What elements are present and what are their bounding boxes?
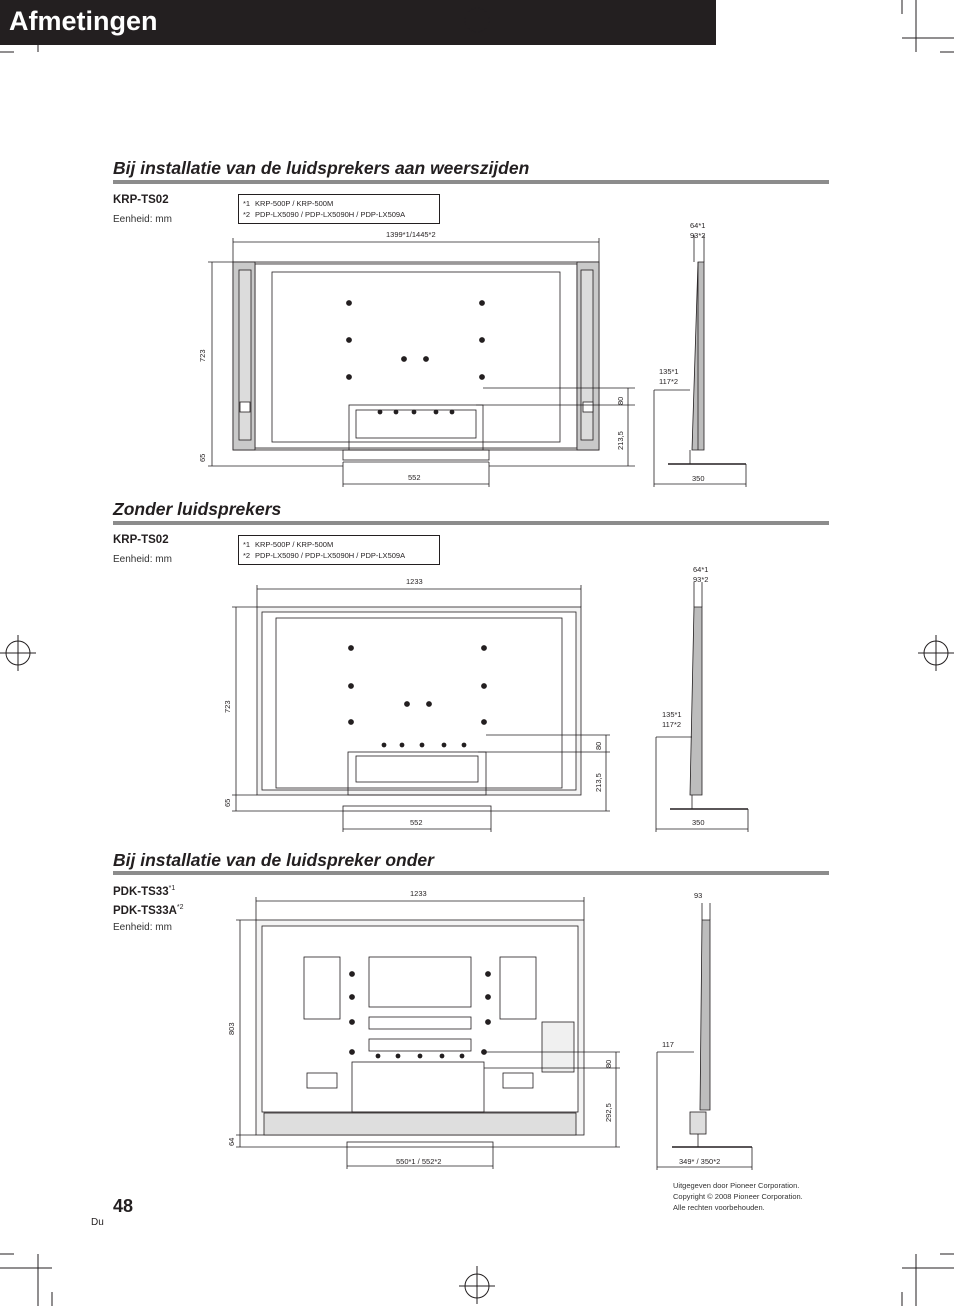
model-label-2: KRP-TS02 bbox=[113, 534, 169, 546]
note-text: PDP-LX5090 / PDP-LX5090H / PDP-LX509A bbox=[255, 210, 406, 219]
unit-label-3: Eenheid: mm bbox=[113, 922, 172, 933]
dim-width-2: 1233 bbox=[406, 577, 423, 586]
dim-side2-1: 117*2 bbox=[659, 377, 679, 386]
dim-stand-1: 552 bbox=[408, 473, 421, 482]
dim-stand-2: 552 bbox=[410, 818, 423, 827]
dim-base-3: 349* / 350*2 bbox=[679, 1157, 721, 1166]
dim-depth-top-1: 64*1 bbox=[690, 221, 706, 230]
model-1-note: *1 bbox=[168, 885, 176, 892]
dim-width-3: 1233 bbox=[410, 889, 427, 898]
dim-width-1: 1399*1/1445*2 bbox=[386, 230, 436, 239]
page-title: Afmetingen bbox=[9, 6, 158, 36]
note-text: KRP-500P / KRP-500M bbox=[255, 540, 334, 549]
note-key: *2 bbox=[243, 210, 251, 219]
publisher-line: Alle rechten voorbehouden. bbox=[673, 1203, 765, 1212]
note-text: KRP-500P / KRP-500M bbox=[255, 199, 334, 208]
publisher-info: Uitgegeven door Pioneer Corporation. Cop… bbox=[673, 1180, 803, 1213]
dim-side2-2: 117*2 bbox=[662, 720, 682, 729]
dim-base-1: 350 bbox=[692, 474, 705, 483]
page-title-bar: Afmetingen bbox=[0, 0, 716, 45]
model-label-3: PDK-TS33*1 PDK-TS33A*2 bbox=[113, 881, 184, 919]
section-rule-1 bbox=[113, 180, 829, 184]
note-box-1: *1 KRP-500P / KRP-500M *2 PDP-LX5090 / PDP… bbox=[238, 194, 440, 224]
dim-stand-3: 550*1 / 552*2 bbox=[396, 1157, 442, 1166]
note-key: *1 bbox=[243, 540, 251, 549]
note-key: *2 bbox=[243, 551, 251, 560]
dim-side1-2: 135*1 bbox=[662, 710, 682, 719]
page-language: Du bbox=[91, 1217, 104, 1228]
dim-base-2: 350 bbox=[692, 818, 705, 827]
dim-v80-3: 80 bbox=[604, 1059, 613, 1068]
page-number: 48 bbox=[113, 1196, 134, 1216]
dim-side1-1: 135*1 bbox=[659, 367, 679, 376]
dim-depth-top-3: 93 bbox=[694, 891, 703, 900]
note-text: PDP-LX5090 / PDP-LX5090H / PDP-LX509A bbox=[255, 551, 406, 560]
dim-depth-top2-2: 93*2 bbox=[693, 575, 709, 584]
dim-bottom-3: 64 bbox=[227, 1137, 236, 1146]
model-2-note: *2 bbox=[176, 903, 184, 911]
section-rule-3 bbox=[113, 871, 829, 875]
unit-label-2: Eenheid: mm bbox=[113, 554, 172, 565]
dim-depth-top2-1: 93*2 bbox=[690, 231, 706, 240]
model-label-1: KRP-TS02 bbox=[113, 194, 169, 206]
section-title-2: Zonder luidsprekers bbox=[113, 499, 282, 519]
note-box-2: *1 KRP-500P / KRP-500M *2 PDP-LX5090 / PDP… bbox=[238, 535, 440, 565]
dim-side-3: 117 bbox=[662, 1040, 674, 1049]
section-title-1: Bij installatie van de luidsprekers aan … bbox=[113, 158, 530, 178]
note-key: *1 bbox=[243, 199, 251, 208]
dim-height-3: 803 bbox=[227, 1022, 236, 1035]
dim-depth-top-2: 64*1 bbox=[693, 565, 709, 574]
section-title-3: Bij installatie van de luidspreker onder bbox=[113, 850, 434, 870]
model-2: PDK-TS33A bbox=[113, 904, 177, 917]
publisher-line: Copyright © 2008 Pioneer Corporation. bbox=[673, 1192, 803, 1201]
publisher-line: Uitgegeven door Pioneer Corporation. bbox=[673, 1181, 800, 1190]
unit-label-1: Eenheid: mm bbox=[113, 214, 172, 225]
section-rule-2 bbox=[113, 521, 829, 525]
dim-v292-3: 292,5 bbox=[604, 1103, 613, 1122]
model-1: PDK-TS33 bbox=[113, 885, 169, 898]
